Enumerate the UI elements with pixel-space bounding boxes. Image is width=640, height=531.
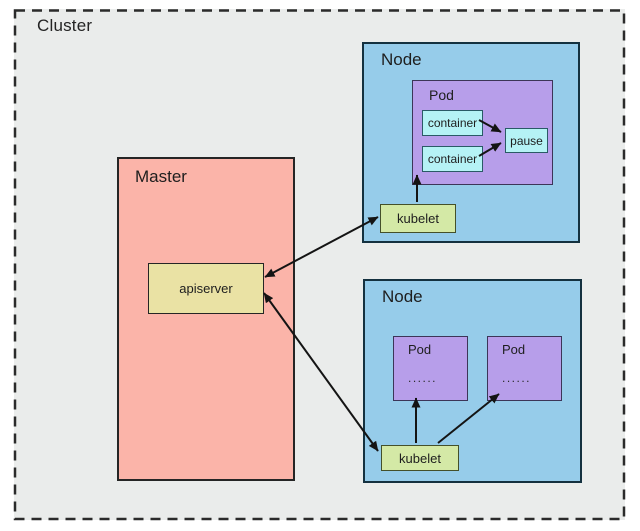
node1-label: Node (381, 50, 422, 69)
node2-pod1-dots: ...... (408, 371, 438, 385)
node2-pod2-label: Pod (502, 342, 526, 357)
node1-pod-label: Pod (429, 87, 454, 103)
node2-label: Node (382, 287, 423, 306)
node1-box: Node Pod container container pause kubel… (362, 42, 580, 243)
container2-box: container (422, 146, 483, 172)
node1-pod-box: Pod container container pause (412, 80, 553, 185)
node1-kubelet-box: kubelet (380, 204, 456, 233)
container1-label: container (427, 116, 478, 130)
node2-pod1-box: Pod ...... (393, 336, 468, 401)
node1-kubelet-label: kubelet (397, 211, 439, 226)
cluster-label: Cluster (37, 16, 93, 35)
node2-kubelet-label: kubelet (399, 450, 441, 466)
master-box: Master apiserver (117, 157, 295, 481)
master-label: Master (135, 167, 187, 186)
apiserver-label: apiserver (179, 281, 233, 296)
node2-pod1-label: Pod (408, 342, 432, 357)
container2-label: container (427, 152, 478, 166)
node2-box: Node Pod ...... Pod ...... kubelet (363, 279, 582, 483)
node2-pod2-dots: ...... (502, 371, 532, 385)
apiserver-box: apiserver (148, 263, 264, 314)
container1-box: container (422, 110, 483, 136)
node2-kubelet-box: kubelet (381, 445, 459, 471)
pause-box: pause (505, 128, 548, 153)
pause-label: pause (510, 133, 543, 148)
node2-pod2-box: Pod ...... (487, 336, 562, 401)
